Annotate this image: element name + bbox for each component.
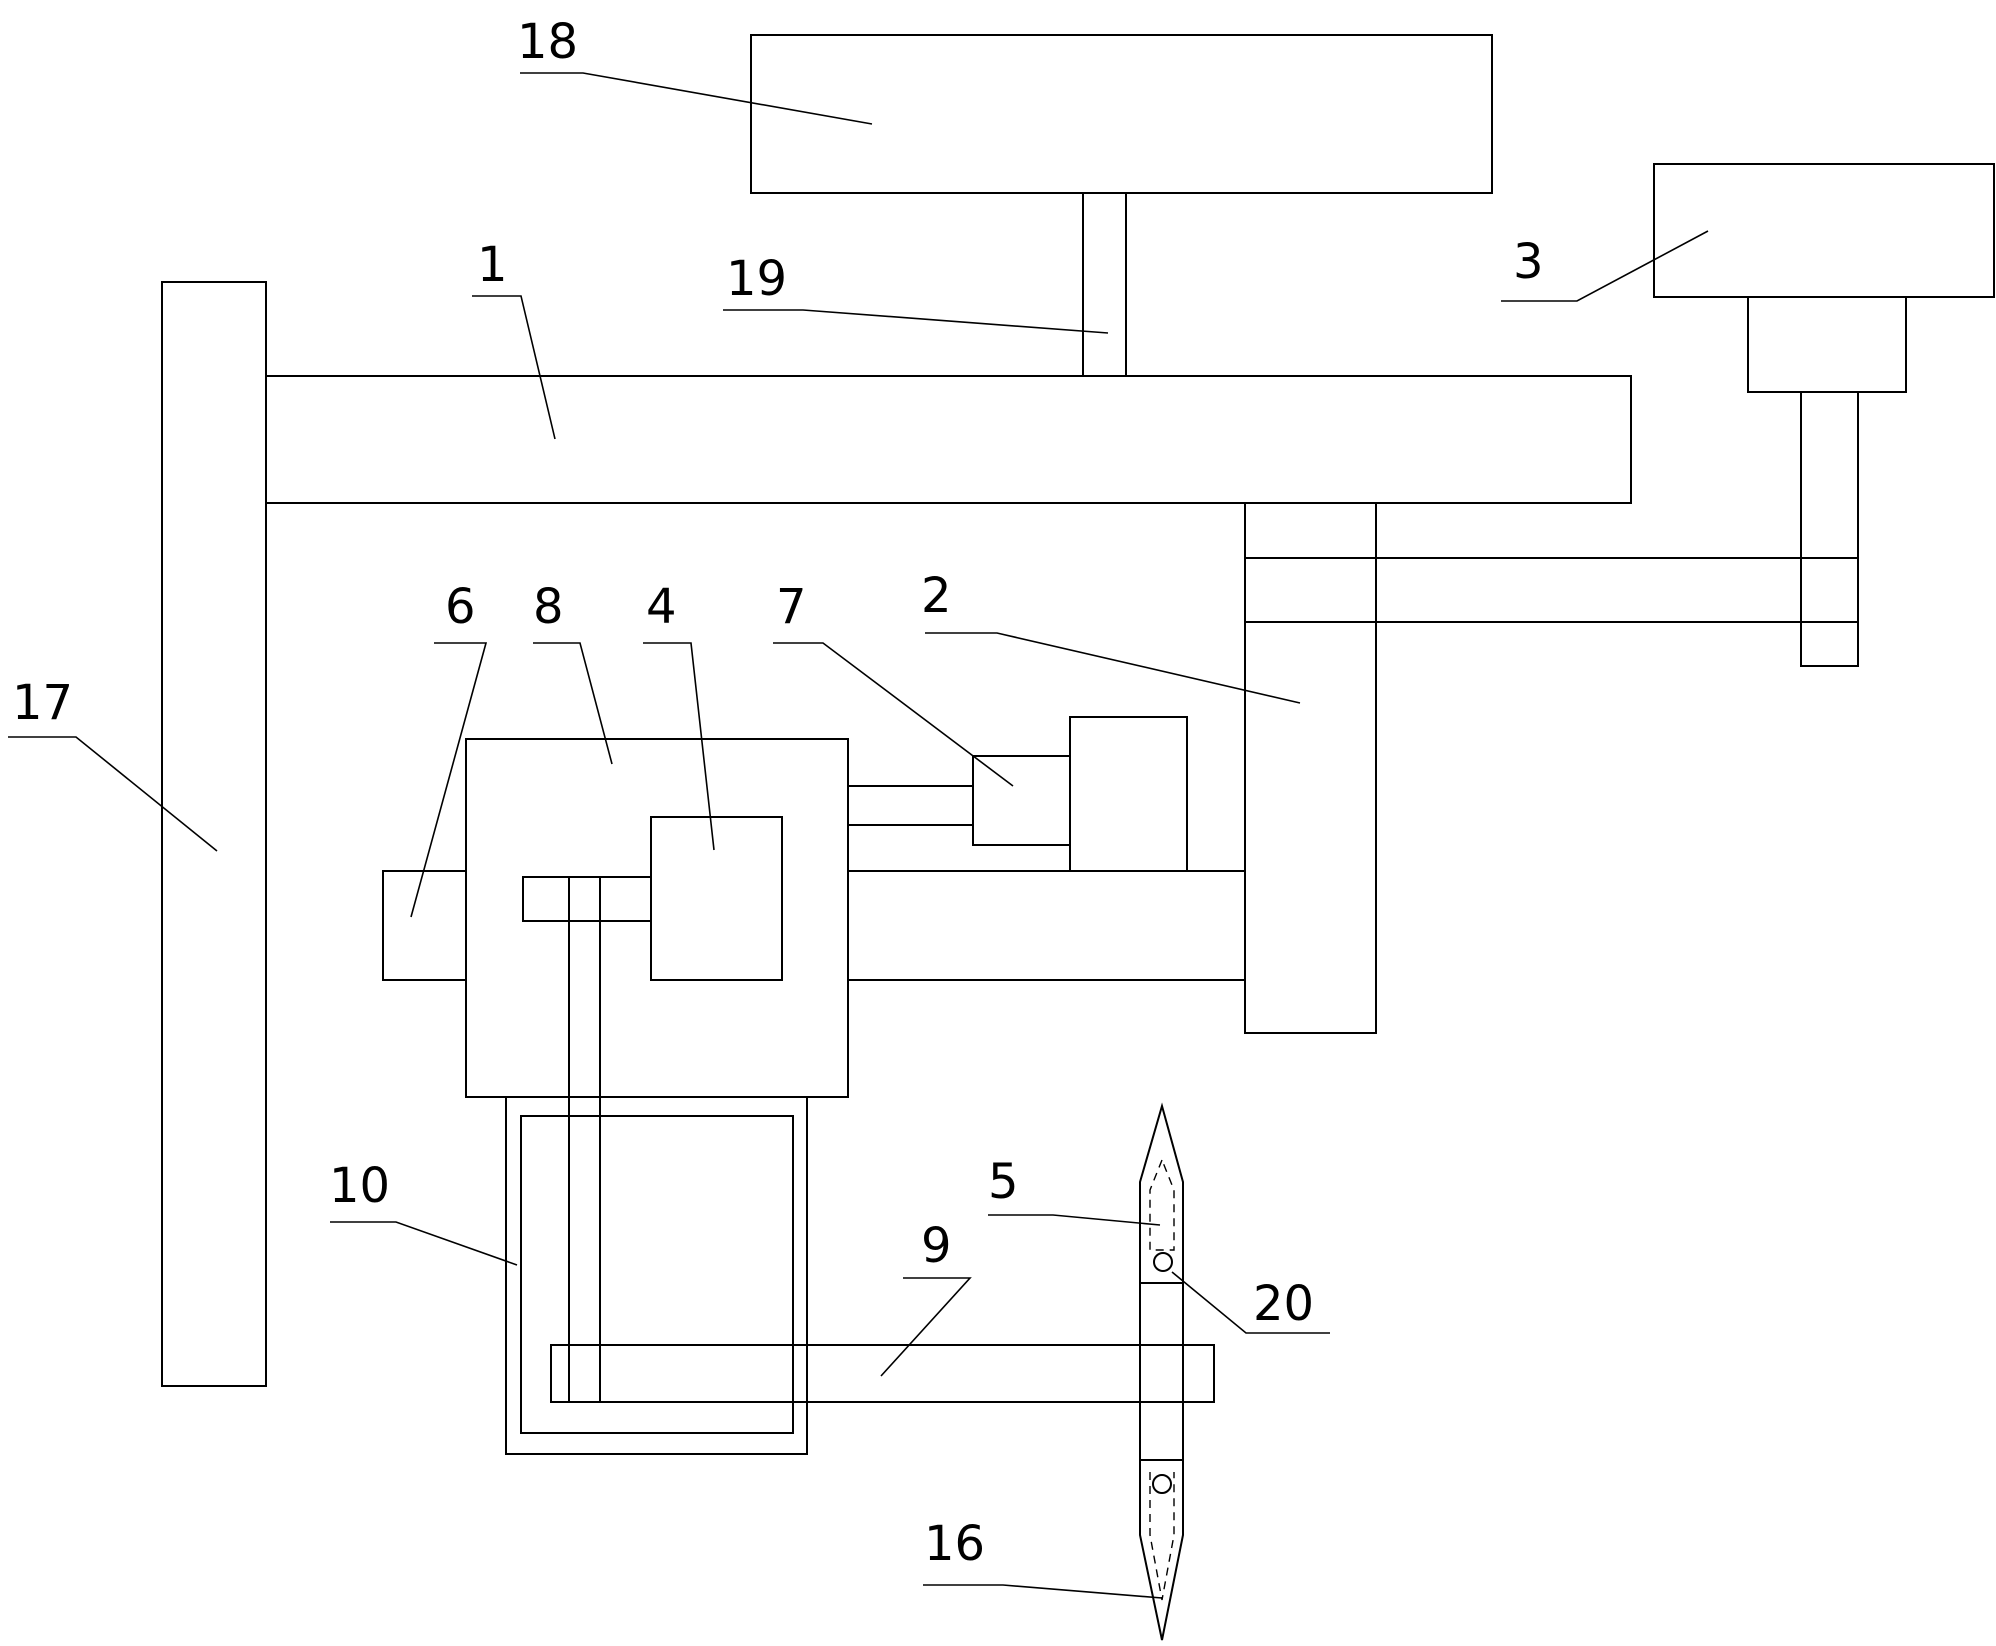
leader-3: [1501, 230, 1709, 302]
part-10-frame-outer: [505, 1096, 808, 1455]
part-6-block: [382, 870, 467, 981]
label-9: 9: [921, 1218, 952, 1274]
leader-1: [472, 295, 556, 440]
leader-10: [330, 1221, 518, 1266]
label-20: 20: [1253, 1276, 1314, 1332]
part-20-pin: [1153, 1252, 1173, 1272]
label-10: 10: [329, 1158, 390, 1214]
label-7: 7: [776, 579, 807, 635]
label-8: 8: [533, 579, 564, 635]
part-16-needle-dashed: [1149, 1472, 1175, 1601]
part-1-beam: [265, 375, 1632, 504]
label-16: 16: [924, 1516, 985, 1572]
label-18: 18: [517, 14, 578, 70]
leader-2: [925, 632, 1301, 704]
label-5: 5: [988, 1154, 1019, 1210]
leader-5: [988, 1214, 1161, 1226]
part-3-neck: [1747, 296, 1907, 393]
part-4-shaft: [522, 876, 652, 922]
label-1: 1: [477, 237, 508, 293]
part-19-post: [1082, 192, 1127, 377]
label-2: 2: [921, 568, 952, 624]
leader-9: [880, 1277, 972, 1377]
leader-4: [643, 642, 715, 851]
part-16-pin: [1152, 1474, 1172, 1494]
part-7-head: [972, 755, 1071, 846]
leader-20: [1171, 1271, 1330, 1334]
label-3: 3: [1513, 234, 1544, 290]
part-2-block: [1244, 502, 1377, 1034]
label-19: 19: [726, 251, 787, 307]
leader-18: [520, 72, 873, 125]
part-5-needle-dashed: [1149, 1158, 1175, 1251]
part-4-block: [650, 816, 783, 981]
leader-17: [8, 736, 218, 852]
leader-8: [533, 642, 613, 765]
part-10-frame-inner: [520, 1115, 794, 1434]
part-18-box: [750, 34, 1493, 194]
label-6: 6: [445, 579, 476, 635]
label-17: 17: [12, 675, 73, 731]
label-4: 4: [646, 579, 677, 635]
part-16-needle: [1139, 1459, 1184, 1641]
part-7-body: [1069, 716, 1188, 872]
part-3-box: [1653, 163, 1995, 298]
part-17-plate: [161, 281, 267, 1387]
part-3-rod: [1800, 391, 1859, 667]
part-9-arm: [550, 1344, 1215, 1403]
leader-19: [723, 309, 1109, 334]
leader-6: [410, 642, 488, 918]
leader-7: [773, 642, 1014, 787]
part-5-needle: [1139, 1102, 1184, 1284]
leader-16: [923, 1584, 1163, 1599]
part-2-arm: [1244, 557, 1859, 623]
